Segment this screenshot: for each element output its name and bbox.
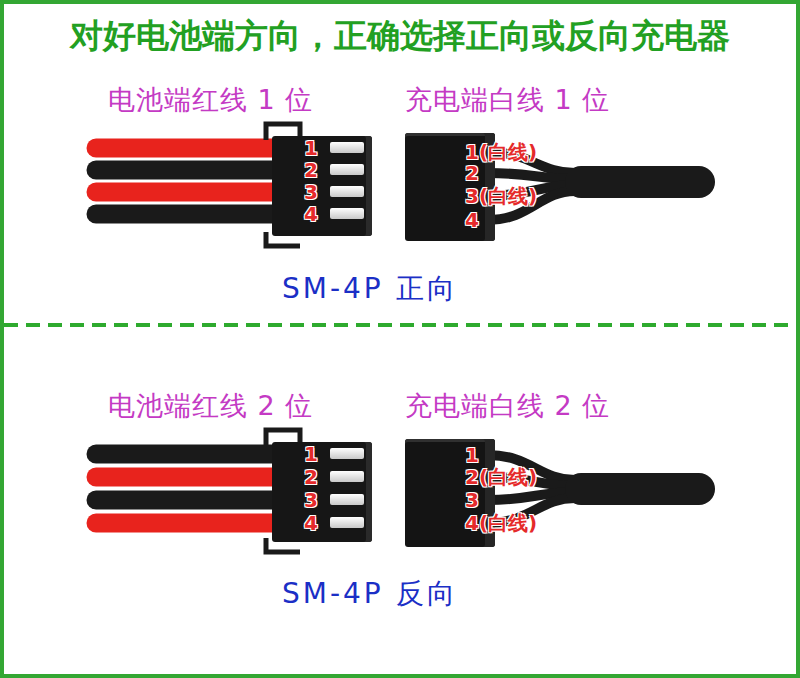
battery-connector: 1234 (272, 118, 372, 240)
metal-pin (330, 448, 364, 459)
metal-pin (330, 142, 364, 153)
metal-pin (330, 494, 364, 505)
battery-connector: 1234 (272, 424, 372, 546)
metal-pin (330, 517, 364, 528)
metal-pin (330, 186, 364, 197)
battery-side-label: 电池端红线 1 位 (108, 82, 313, 118)
pin-number: 2 (465, 162, 479, 184)
pin-number: 4 (304, 512, 318, 534)
charger-cable-top (565, 166, 715, 198)
pin-number: 1 (304, 443, 318, 465)
pin-number: 2 (304, 466, 318, 488)
pin-number: 2 (304, 159, 318, 181)
pin-number: 4(白线) (465, 512, 537, 534)
dashed-separator (4, 323, 796, 327)
metal-pin (330, 208, 364, 219)
pin-number: 3 (304, 181, 318, 203)
battery-wires-top (96, 148, 290, 214)
pin-number: 3 (465, 489, 479, 511)
connector-orientation: SM-4P 反向 (282, 575, 458, 613)
charger-side-label: 充电端白线 2 位 (405, 388, 610, 424)
diagram-title: 对好电池端方向，正确选择正向或反向充电器 (0, 14, 800, 59)
pin-number: 1 (304, 137, 318, 159)
pin-number: 3 (304, 489, 318, 511)
metal-pin (330, 164, 364, 175)
battery-side-label: 电池端红线 2 位 (108, 388, 313, 424)
pin-number: 4 (304, 203, 318, 225)
charger-connector: 1(白线)23(白线)4 (405, 128, 575, 246)
pin-number: 1(白线) (465, 141, 537, 163)
battery-wires-bottom (96, 454, 290, 523)
pin-number: 2(白线) (465, 466, 537, 488)
pin-number: 3(白线) (465, 185, 537, 207)
pin-number: 1 (465, 444, 479, 466)
connector-orientation: SM-4P 正向 (282, 270, 458, 308)
charger-cable-bottom (565, 473, 715, 505)
charger-side-label: 充电端白线 1 位 (405, 82, 610, 118)
charger-connector: 12(白线)34(白线) (405, 434, 575, 552)
pin-number: 4 (465, 209, 479, 231)
metal-pin (330, 471, 364, 482)
